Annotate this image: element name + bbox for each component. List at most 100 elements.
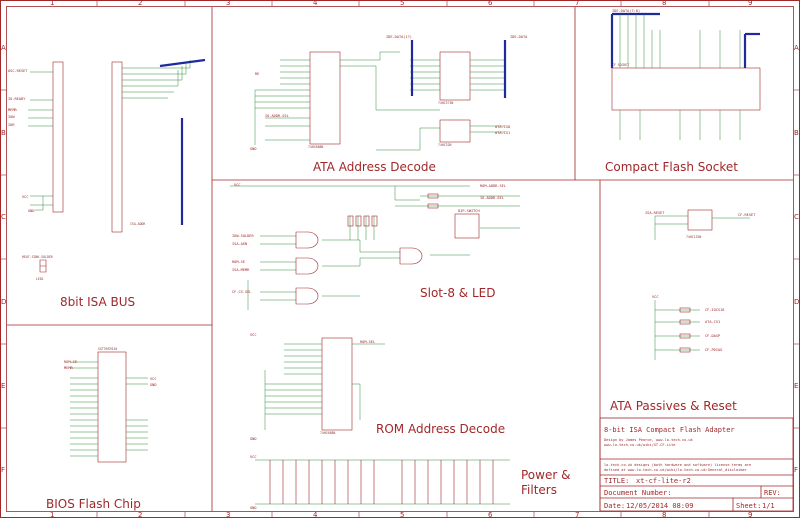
ata-decode-symbols: 74HC688N 74HC373N 74HC32N IDE-DA	[250, 35, 528, 151]
grid-col-9-top: 9	[748, 0, 752, 7]
svg-text:MEMR: MEMR	[8, 108, 17, 112]
grid-row-c-left: C	[1, 213, 6, 221]
svg-text:ISA-RESET: ISA-RESET	[645, 211, 665, 215]
section-title-cf-socket: Compact Flash Socket	[605, 160, 738, 174]
svg-text:CF-IOCS16: CF-IOCS16	[705, 308, 724, 312]
svg-text:GND: GND	[250, 437, 257, 441]
grid-rows	[0, 89, 800, 429]
license-line-1: lo-tech.co.uk designs (both hardware and…	[604, 463, 751, 467]
grid-col-8-top: 8	[662, 0, 666, 7]
grid-row-b-right: B	[794, 129, 799, 137]
date-label: Date:	[604, 502, 625, 510]
grid-col-6-bottom: 6	[488, 511, 493, 518]
svg-text:RE: RE	[255, 72, 259, 76]
section-title-rom-decode: ROM Address Decode	[376, 422, 505, 436]
grid-col-7-bottom: 7	[575, 511, 579, 518]
svg-text:MEMR: MEMR	[64, 366, 73, 370]
grid-col-2-top: 2	[138, 0, 142, 7]
svg-text:74HC373N: 74HC373N	[438, 101, 453, 105]
svg-text:VCC: VCC	[22, 195, 29, 199]
grid-row-b-left: B	[1, 129, 6, 137]
bios-flash-symbol: SST39SF010 ROM-CE MEMR VCC GND	[64, 347, 157, 463]
svg-text:74HC688N: 74HC688N	[308, 145, 323, 149]
svg-text:LED1: LED1	[36, 277, 44, 281]
grid-col-4-bottom: 4	[313, 511, 318, 518]
svg-text:IOW-SOLDER: IOW-SOLDER	[232, 234, 254, 238]
grid-row-d-left: D	[1, 298, 6, 306]
grid-row-c-right: C	[794, 213, 799, 221]
ata-passives: 74HC132N CF-RESET ISA-RESET VCC CF-IOCS1…	[645, 209, 756, 360]
grid-col-5-bottom: 5	[400, 511, 404, 518]
svg-text:CF-PDIAG: CF-PDIAG	[705, 348, 722, 352]
svg-text:HEAT-SINK-SOLDER: HEAT-SINK-SOLDER	[22, 255, 53, 259]
svg-text:OSC-RESET: OSC-RESET	[8, 69, 28, 73]
title-block	[599, 417, 794, 512]
svg-text:IO-ADDR-SEL: IO-ADDR-SEL	[265, 114, 289, 118]
svg-text:VCC: VCC	[234, 183, 241, 187]
section-title-power: Power &	[521, 468, 570, 482]
project-title: 8-bit ISA Compact Flash Adapter	[604, 426, 735, 434]
svg-text:GND: GND	[150, 383, 157, 387]
svg-text:IO-ADDR-SEL: IO-ADDR-SEL	[480, 196, 504, 200]
rev-label: REV:	[764, 489, 781, 497]
svg-text:ISA-AEN: ISA-AEN	[232, 242, 247, 246]
svg-text:ATA-CS1: ATA-CS1	[705, 320, 720, 324]
section-title-filters: Filters	[521, 483, 557, 497]
rom-decode-symbol: 74HC688N VCC GND ROM-SEL	[250, 333, 385, 441]
docnum-label: Document Number:	[604, 489, 671, 497]
svg-text:CF-DASP: CF-DASP	[705, 334, 720, 338]
grid-col-4-top: 4	[313, 0, 318, 7]
svg-text:ROM-SE: ROM-SE	[232, 260, 245, 264]
svg-text:VCC: VCC	[250, 333, 257, 337]
section-title-ata-decode: ATA Address Decode	[313, 160, 436, 174]
led-symbol: HEAT-SINK-SOLDER LED1	[22, 255, 53, 281]
slot-led-symbols: ROM-ADDR-SEL IO-ADDR-SEL DIP-SWITCH VCC …	[230, 183, 520, 310]
isa-pin-labels: OSC-RESET IO-READY MEMR IOW IOR VCC GND	[8, 69, 35, 213]
svg-text:74HC132N: 74HC132N	[686, 235, 701, 239]
title-label: TITLE:	[604, 477, 629, 485]
svg-text:IOR: IOR	[8, 123, 15, 127]
svg-text:IO-READY: IO-READY	[8, 97, 26, 101]
svg-text:ROM-CE: ROM-CE	[64, 360, 77, 364]
grid-col-7-top: 7	[575, 0, 579, 7]
svg-text:ISA-ADDR: ISA-ADDR	[130, 222, 145, 226]
sheet-label: Sheet:	[736, 502, 761, 510]
svg-text:VCC: VCC	[150, 377, 157, 381]
sheet-value: 1/1	[762, 502, 775, 510]
power-filters: VCC GND	[250, 455, 510, 510]
svg-text:CF SOCKET: CF SOCKET	[612, 63, 629, 67]
license-line-2: defined at www.lo-tech.co.uk/wiki/lo-tec…	[604, 468, 748, 472]
svg-text:CF-CS-SEL: CF-CS-SEL	[232, 290, 251, 294]
grid-row-e-left: E	[1, 382, 5, 390]
svg-text:SST39SF010: SST39SF010	[98, 347, 117, 351]
svg-text:GND: GND	[250, 506, 257, 510]
cf-socket-symbol: CF SOCKET IDE-DATA(7:0)	[610, 9, 761, 140]
design-url: www.lo-tech.co.uk/wiki/XT-CF-Lite	[604, 443, 675, 447]
section-title-isa-bus: 8bit ISA BUS	[60, 295, 135, 309]
grid-row-f-right: F	[794, 466, 798, 474]
svg-text:VCC: VCC	[652, 295, 659, 299]
svg-text:74HC32N: 74HC32N	[438, 143, 452, 147]
svg-text:IDE-DATA(1?): IDE-DATA(1?)	[386, 35, 412, 39]
grid-row-d-right: D	[794, 298, 799, 306]
grid-row-a-left: A	[1, 44, 6, 52]
grid-col-6-top: 6	[488, 0, 493, 7]
section-title-ata-passives: ATA Passives & Reset	[610, 399, 737, 413]
title-value: xt-cf-lite-r2	[636, 477, 691, 485]
svg-text:ROM-ADDR-SEL: ROM-ADDR-SEL	[480, 184, 506, 188]
svg-text:ISA-MEMR: ISA-MEMR	[232, 268, 250, 272]
grid-row-f-left: F	[1, 466, 5, 474]
grid-col-5-top: 5	[400, 0, 404, 7]
sheet-inner-border	[6, 6, 794, 512]
svg-text:IOW: IOW	[8, 115, 15, 119]
svg-text:74HC688N: 74HC688N	[320, 431, 335, 435]
date-value: 12/05/2014 08:09	[626, 502, 693, 510]
svg-text:ATA-CS1: ATA-CS1	[495, 131, 510, 135]
grid-col-8-bottom: 8	[662, 511, 666, 518]
svg-text:VCC: VCC	[250, 455, 257, 459]
design-credit: Design by James Pearce, www.lo-tech.co.u…	[604, 438, 694, 442]
grid-row-a-right: A	[794, 44, 799, 52]
section-title-slot-led: Slot-8 & LED	[420, 286, 495, 300]
svg-text:CF-RESET: CF-RESET	[738, 213, 756, 217]
